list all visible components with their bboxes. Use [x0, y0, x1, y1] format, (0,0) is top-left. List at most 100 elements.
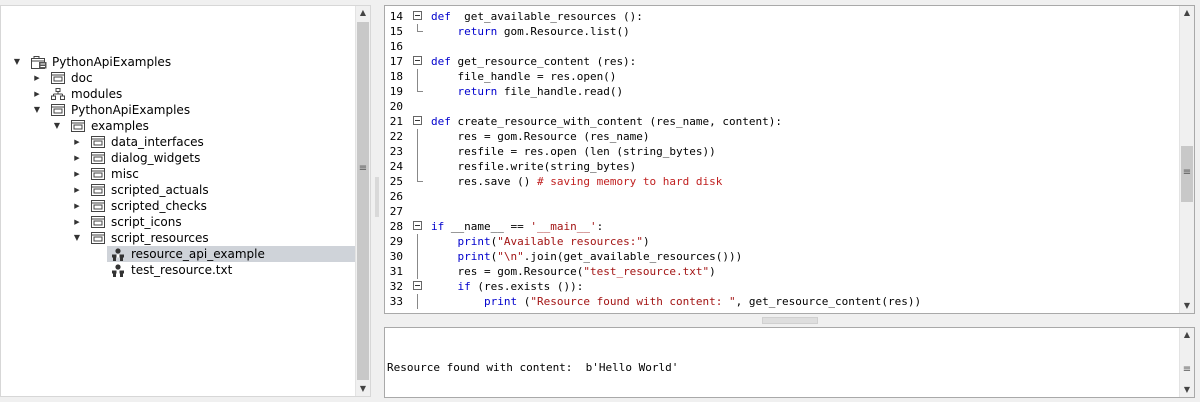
code-token: ) [709, 265, 716, 278]
expand-arrow-icon[interactable]: ▼ [53, 121, 61, 130]
tree-item-label: examples [91, 119, 149, 133]
scroll-down-icon[interactable]: ▼ [1183, 385, 1191, 394]
scroll-up-icon[interactable]: ▲ [1183, 330, 1191, 339]
code-token: def [431, 10, 451, 23]
tree-item[interactable]: ▶ script_icons [1, 214, 356, 230]
editor-scrollbar-thumb[interactable] [1181, 146, 1193, 202]
project-tree-panel[interactable]: ▼PythonApiExamples▶doc▶modules▼PythonApi… [0, 5, 371, 397]
collapse-arrow-icon[interactable]: ▶ [74, 154, 80, 162]
tree-item[interactable]: ▶ doc [1, 70, 356, 86]
fold-guide [417, 294, 418, 309]
output-console[interactable]: Resource found with content: b'Hello Wor… [384, 327, 1195, 398]
scroll-up-icon[interactable]: ▲ [1183, 8, 1191, 17]
folder-icon [91, 152, 105, 164]
code-token [431, 235, 458, 248]
code-token: "Resource found with content: " [530, 295, 736, 308]
fold-toggle-icon[interactable] [413, 116, 422, 125]
expand-arrow-icon[interactable]: ▼ [73, 233, 81, 242]
line-number: 28 [389, 220, 403, 233]
tree-item[interactable]: ▼ PythonApiExamples [1, 54, 356, 70]
fold-guide-end [417, 91, 423, 92]
scroll-down-icon[interactable]: ▼ [359, 384, 367, 393]
code-token: return [457, 85, 498, 98]
tree-scrollbar-thumb[interactable] [357, 22, 369, 380]
code-token: resfile.write(string_bytes) [431, 160, 637, 173]
code-token: ( [490, 250, 498, 263]
vertical-splitter[interactable] [372, 5, 382, 397]
folder-icon [91, 216, 105, 228]
code-text: def get_resource_content (res): [431, 54, 636, 69]
expand-arrow-icon[interactable]: ▼ [33, 105, 41, 114]
fold-toggle-icon[interactable] [413, 56, 422, 65]
fold-toggle-icon[interactable] [413, 11, 422, 20]
code-token: if [431, 220, 445, 233]
scroll-up-icon[interactable]: ▲ [359, 8, 367, 17]
tree-item[interactable]: ▼PythonApiExamples [1, 102, 356, 118]
fold-guide [417, 249, 418, 264]
code-text: def create_resource_with_content (res_na… [431, 114, 782, 129]
line-number: 14 [389, 10, 403, 23]
fold-guide-end [417, 181, 423, 182]
code-token: if [457, 280, 471, 293]
tree-item[interactable]: ▶ scripted_checks [1, 198, 356, 214]
code-token: # saving memory to hard disk [536, 175, 723, 188]
code-text: print("\n".join(get_available_resources(… [431, 249, 743, 264]
tree-item[interactable]: ▶misc [1, 166, 356, 182]
fold-toggle-icon[interactable] [413, 221, 422, 230]
tree-item[interactable]: ▼ examples [1, 118, 356, 134]
code-token: __name__ == [444, 220, 531, 233]
tree-item-label: script_icons [111, 215, 182, 229]
tree-item-label: script_resources [111, 231, 209, 245]
code-token: return [457, 25, 498, 38]
editor-vertical-scrollbar[interactable]: ▲ ≡ ▼ [1179, 6, 1194, 313]
line-number: 24 [389, 160, 403, 173]
collapse-arrow-icon[interactable]: ▶ [74, 202, 80, 210]
code-token [431, 85, 458, 98]
code-token: "test_resource.txt" [583, 265, 710, 278]
tree-item-label: data_interfaces [111, 135, 204, 149]
script-database-icon [31, 56, 47, 69]
scroll-down-icon[interactable]: ▼ [1183, 301, 1191, 310]
code-token: ) [642, 235, 650, 248]
collapse-arrow-icon[interactable]: ▶ [74, 186, 80, 194]
line-number: 21 [389, 115, 403, 128]
collapse-arrow-icon[interactable]: ▶ [74, 170, 80, 178]
line-number: 22 [389, 130, 403, 143]
tree-item[interactable]: ▶modules [1, 86, 356, 102]
folder-icon [51, 72, 65, 84]
splitter-grip [375, 177, 379, 217]
tree-item[interactable]: ▶ scripted_actuals [1, 182, 356, 198]
collapse-arrow-icon[interactable]: ▶ [74, 218, 80, 226]
tree-item[interactable]: test_resource.txt [1, 262, 356, 278]
code-text: def get_available_resources (): [431, 9, 643, 24]
fold-guide-end [417, 31, 423, 32]
code-text: resfile.write(string_bytes) [431, 159, 636, 174]
fold-toggle-icon[interactable] [413, 281, 422, 290]
tree-item-label: PythonApiExamples [52, 55, 172, 69]
code-text: print("Available resources:") [431, 234, 650, 249]
tree-vertical-scrollbar[interactable]: ▲ ≡ ▼ [355, 6, 370, 396]
tree-item-label: scripted_checks [111, 199, 207, 213]
code-text: res.save () # saving memory to hard disk [431, 174, 722, 189]
collapse-arrow-icon[interactable]: ▶ [34, 90, 40, 98]
horizontal-splitter[interactable] [384, 315, 1195, 326]
tree-item-label: doc [71, 71, 93, 85]
project-tree[interactable]: ▼PythonApiExamples▶doc▶modules▼PythonApi… [1, 54, 356, 278]
output-text: Resource found with content: b'Hello Wor… [387, 361, 679, 374]
output-vertical-scrollbar[interactable]: ▲ ≡ ▼ [1179, 328, 1194, 397]
collapse-arrow-icon[interactable]: ▶ [74, 138, 80, 146]
tree-item[interactable]: ▶ dialog_widgets [1, 150, 356, 166]
tree-item[interactable]: resource_api_example [107, 246, 356, 262]
expand-arrow-icon[interactable]: ▼ [13, 57, 21, 66]
code-token: get_resource_content (res): [450, 55, 637, 68]
folder-icon [71, 120, 85, 132]
tree-item-label: scripted_actuals [111, 183, 209, 197]
collapse-arrow-icon[interactable]: ▶ [34, 74, 40, 82]
fold-guide [417, 159, 418, 174]
tree-item[interactable]: ▼ script_resources [1, 230, 356, 246]
tree-item[interactable]: ▶ data_interfaces [1, 134, 356, 150]
tree-item-label: dialog_widgets [111, 151, 201, 165]
code-token: res = gom.Resource (res_name) [431, 130, 650, 143]
scrollbar-grip-icon: ≡ [1182, 167, 1192, 178]
